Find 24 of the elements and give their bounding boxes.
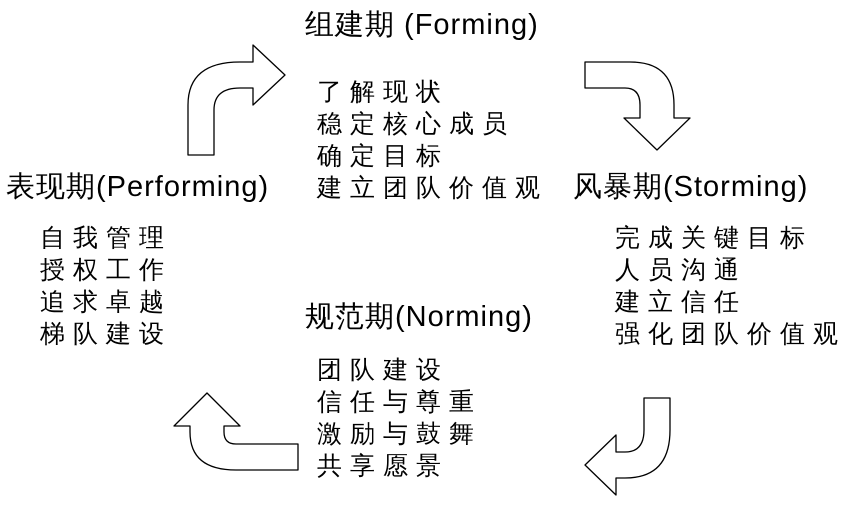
list-item: 团队建设	[317, 354, 450, 386]
list-item: 人员沟通	[615, 254, 748, 286]
list-item: 了解现状	[317, 76, 450, 108]
list-item: 稳定核心成员	[317, 108, 516, 140]
list-item: 激励与鼓舞	[317, 418, 483, 450]
list-item: 共享愿景	[317, 450, 450, 482]
stage-title: 风暴期(Storming)	[573, 170, 810, 204]
list-item: 信任与尊重	[317, 386, 483, 418]
list-item: 梯队建设	[40, 318, 173, 350]
block-arrow	[584, 61, 691, 151]
list-item: 追求卓越	[40, 286, 173, 318]
list-item: 自我管理	[40, 222, 173, 254]
block-arrow	[584, 397, 671, 496]
stage-title: 表现期(Performing)	[6, 170, 270, 204]
block-arrow	[187, 44, 286, 156]
list-item: 强化团队价值观	[615, 318, 844, 350]
list-item: 授权工作	[40, 254, 173, 286]
list-item: 确定目标	[317, 140, 450, 172]
list-item: 完成关键目标	[615, 222, 814, 254]
block-arrow	[173, 392, 299, 471]
list-item: 建立信任	[615, 286, 748, 318]
stage-title: 组建期 (Forming)	[305, 8, 540, 42]
stage-title: 规范期(Norming)	[305, 300, 533, 334]
list-item: 建立团队价值观	[317, 172, 548, 204]
